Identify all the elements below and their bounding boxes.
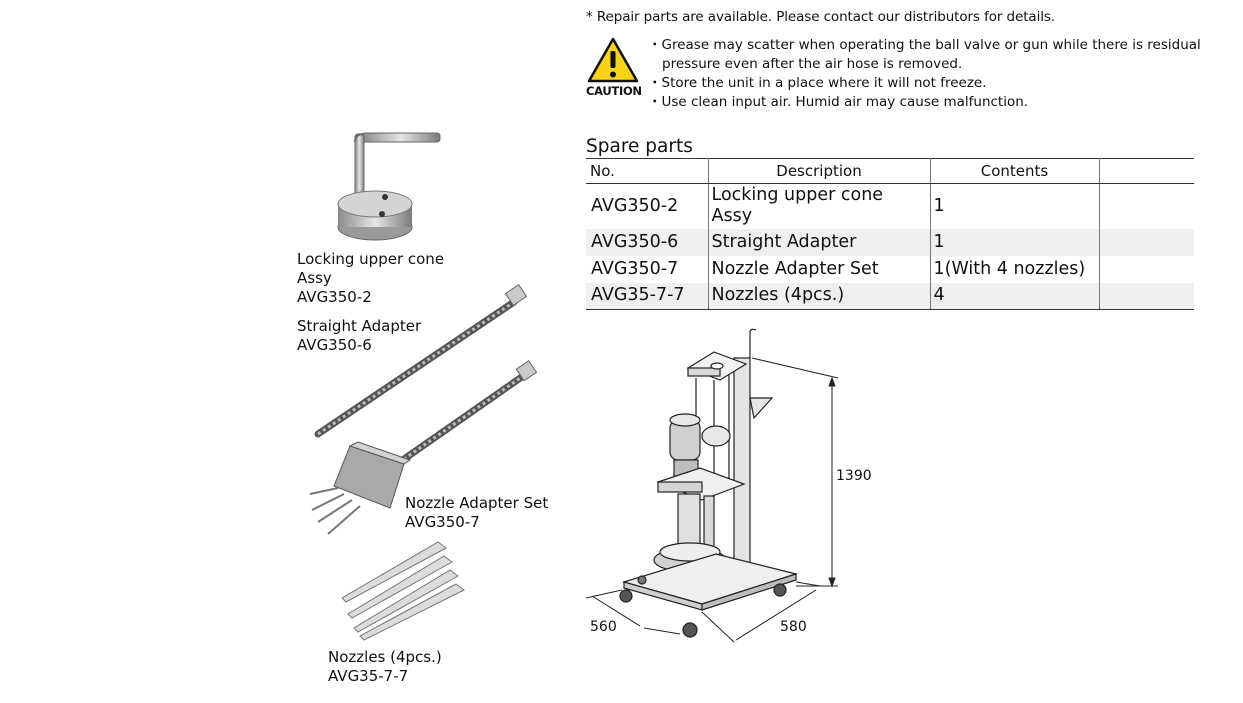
table-row: AVG350-2 Locking upper cone Assy 1 <box>586 183 1194 229</box>
cell-description: Nozzles (4pcs.) <box>708 282 931 310</box>
part-code: AVG350-6 <box>297 336 372 354</box>
cell-blank <box>1099 256 1194 283</box>
caution-item: Store the unit in a place where it will … <box>652 74 1226 93</box>
cell-no: AVG35-7-7 <box>586 282 709 310</box>
table-row: AVG350-6 Straight Adapter 1 <box>586 228 1194 256</box>
caution-item: Use clean input air. Humid air may cause… <box>652 93 1226 112</box>
header-no: No. <box>586 158 709 184</box>
locking-upper-cone-image <box>337 132 441 241</box>
dimension-height: 1390 <box>836 468 872 484</box>
cell-no: AVG350-7 <box>586 255 709 283</box>
header-description: Description <box>708 158 931 184</box>
cell-blank <box>1099 228 1194 256</box>
part-code: AVG35-7-7 <box>328 667 409 685</box>
table-row: AVG350-7 Nozzle Adapter Set 1(With 4 noz… <box>586 255 1194 283</box>
part-code: AVG350-2 <box>297 288 372 306</box>
part-label-straight-adapter: Straight Adapter AVG350-6 <box>297 317 421 355</box>
pump-unit-drawing <box>585 328 839 643</box>
cell-contents: 4 <box>930 282 1100 310</box>
cell-description: Straight Adapter <box>708 228 931 256</box>
table-header-row: No. Description Contents <box>586 158 1194 184</box>
part-label-nozzle-adapter-set: Nozzle Adapter Set AVG350-7 <box>405 494 548 532</box>
cell-no: AVG350-6 <box>586 228 709 256</box>
part-label-locking-upper-cone: Locking upper cone Assy AVG350-2 <box>297 250 447 307</box>
table-row: AVG35-7-7 Nozzles (4pcs.) 4 <box>586 282 1194 310</box>
caution-block: CAUTION Grease may scatter when operatin… <box>586 36 1226 116</box>
header-blank <box>1099 158 1194 184</box>
cell-description: Locking upper cone Assy <box>708 183 931 229</box>
cell-blank <box>1099 184 1194 229</box>
part-label-nozzles: Nozzles (4pcs.) AVG35-7-7 <box>328 648 442 686</box>
part-code: AVG350-7 <box>405 513 480 531</box>
caution-list: Grease may scatter when operating the ba… <box>652 36 1226 112</box>
caution-label: CAUTION <box>586 84 642 98</box>
straight-adapter-image <box>314 284 528 438</box>
caution-item: Grease may scatter when operating the ba… <box>652 36 1226 74</box>
nozzles-image <box>341 541 465 641</box>
cell-description: Nozzle Adapter Set <box>708 255 931 283</box>
cell-contents: 1 <box>930 183 1100 229</box>
cell-blank <box>1099 282 1194 310</box>
dimension-width: 560 <box>590 619 617 635</box>
cell-contents: 1(With 4 nozzles) <box>930 255 1100 283</box>
cell-no: AVG350-2 <box>586 183 709 229</box>
part-name: Locking upper cone Assy <box>297 250 445 287</box>
cell-contents: 1 <box>930 228 1100 256</box>
dimension-depth: 580 <box>780 619 807 635</box>
spare-parts-table: No. Description Contents AVG350-2 Lockin… <box>586 158 1194 310</box>
caution-warning-icon <box>587 37 639 83</box>
part-name: Nozzle Adapter Set <box>405 494 549 512</box>
spare-parts-title: Spare parts <box>586 136 693 157</box>
nozzle-adapter-set-image <box>309 360 538 535</box>
part-name: Nozzles (4pcs.) <box>328 648 442 666</box>
header-contents: Contents <box>930 158 1100 184</box>
repair-note: * Repair parts are available. Please con… <box>586 9 1055 25</box>
part-name: Straight Adapter <box>297 317 422 335</box>
